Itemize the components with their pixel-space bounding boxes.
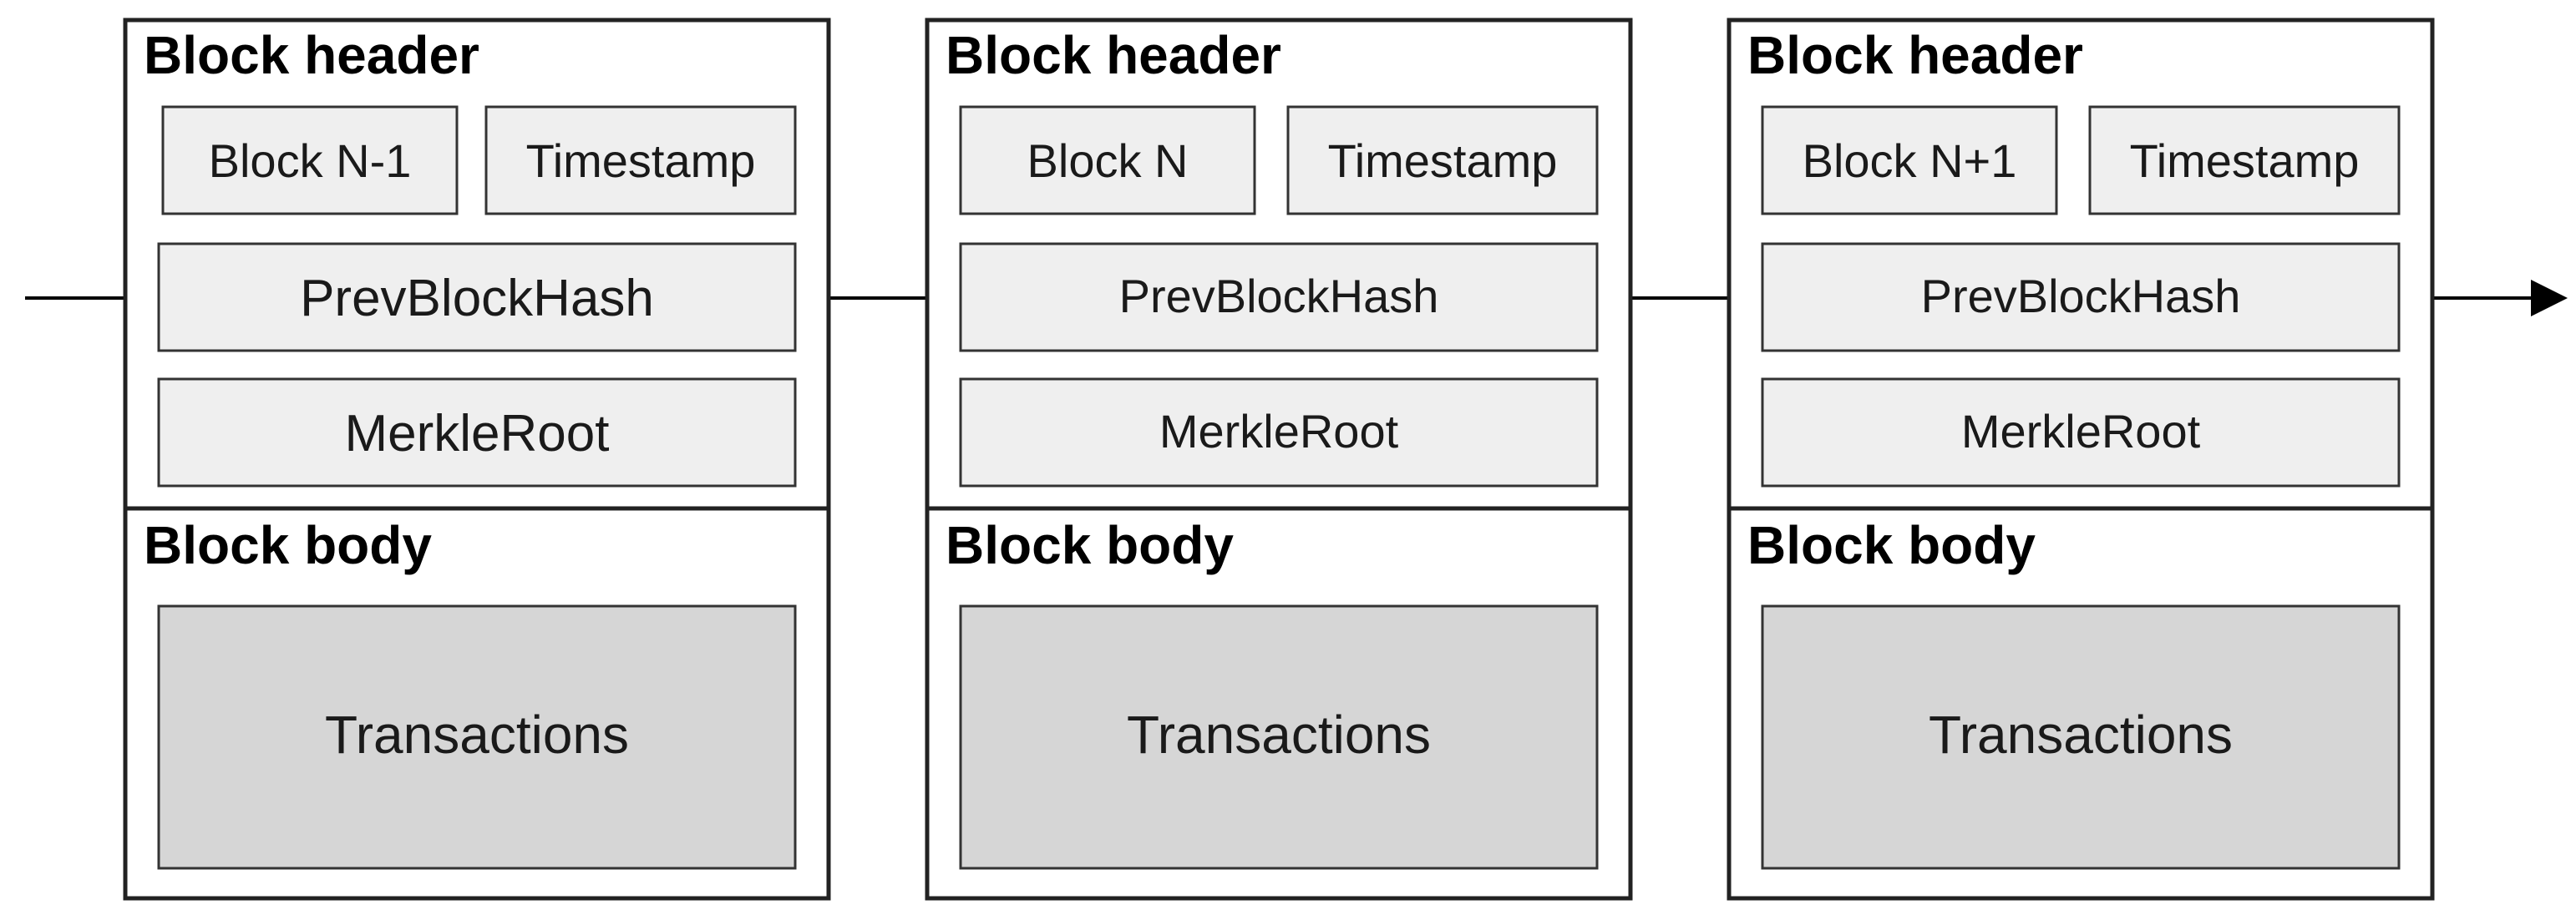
transactions-box xyxy=(1761,604,2401,870)
block-n-plus-1: Block header Block N+1 Timestamp PrevBlo… xyxy=(1727,18,2435,901)
timestamp-label: Timestamp xyxy=(2130,134,2360,187)
block-body-title: Block body xyxy=(946,515,1234,575)
prev-block-hash-field xyxy=(157,242,797,352)
transactions-label: Transactions xyxy=(1127,705,1431,765)
block-id-field xyxy=(1761,105,2058,215)
timestamp-field xyxy=(2088,105,2401,215)
block-header-title: Block header xyxy=(1747,25,2083,85)
merkle-root-field xyxy=(1761,377,2401,488)
merkle-root-field xyxy=(157,377,797,488)
prev-block-hash-label: PrevBlockHash xyxy=(1119,270,1439,322)
block-id-field xyxy=(161,105,459,215)
prev-block-hash-field xyxy=(1761,242,2401,352)
transactions-label: Transactions xyxy=(1929,705,2233,765)
timestamp-field xyxy=(1286,105,1599,215)
merkle-root-label: MerkleRoot xyxy=(1159,405,1399,457)
block-header-title: Block header xyxy=(946,25,1281,85)
prev-block-hash-label: PrevBlockHash xyxy=(300,270,654,327)
timestamp-field xyxy=(484,105,797,215)
block-n: Block header Block N Timestamp PrevBlock… xyxy=(925,18,1633,901)
block-id-label: Block N xyxy=(1027,134,1189,187)
transactions-box xyxy=(959,604,1599,870)
merkle-root-label: MerkleRoot xyxy=(345,405,610,463)
block-id-field xyxy=(959,105,1256,215)
block-body-title: Block body xyxy=(144,515,432,575)
block-header-title: Block header xyxy=(144,25,479,85)
merkle-root-label: MerkleRoot xyxy=(1961,405,2201,457)
merkle-root-field xyxy=(959,377,1599,488)
prev-block-hash-field xyxy=(959,242,1599,352)
block-body-title: Block body xyxy=(1747,515,2036,575)
transactions-label: Transactions xyxy=(325,705,629,765)
block-id-label: Block N+1 xyxy=(1803,134,2017,187)
block-n-minus-1: Block header Block N-1 Timestamp PrevBlo… xyxy=(123,18,831,901)
block-id-label: Block N-1 xyxy=(209,134,412,187)
transactions-box xyxy=(157,604,797,870)
timestamp-label: Timestamp xyxy=(526,134,756,187)
chain-arrow-out-of-block-3 xyxy=(2432,280,2568,316)
prev-block-hash-label: PrevBlockHash xyxy=(1921,270,2241,322)
timestamp-label: Timestamp xyxy=(1328,134,1558,187)
